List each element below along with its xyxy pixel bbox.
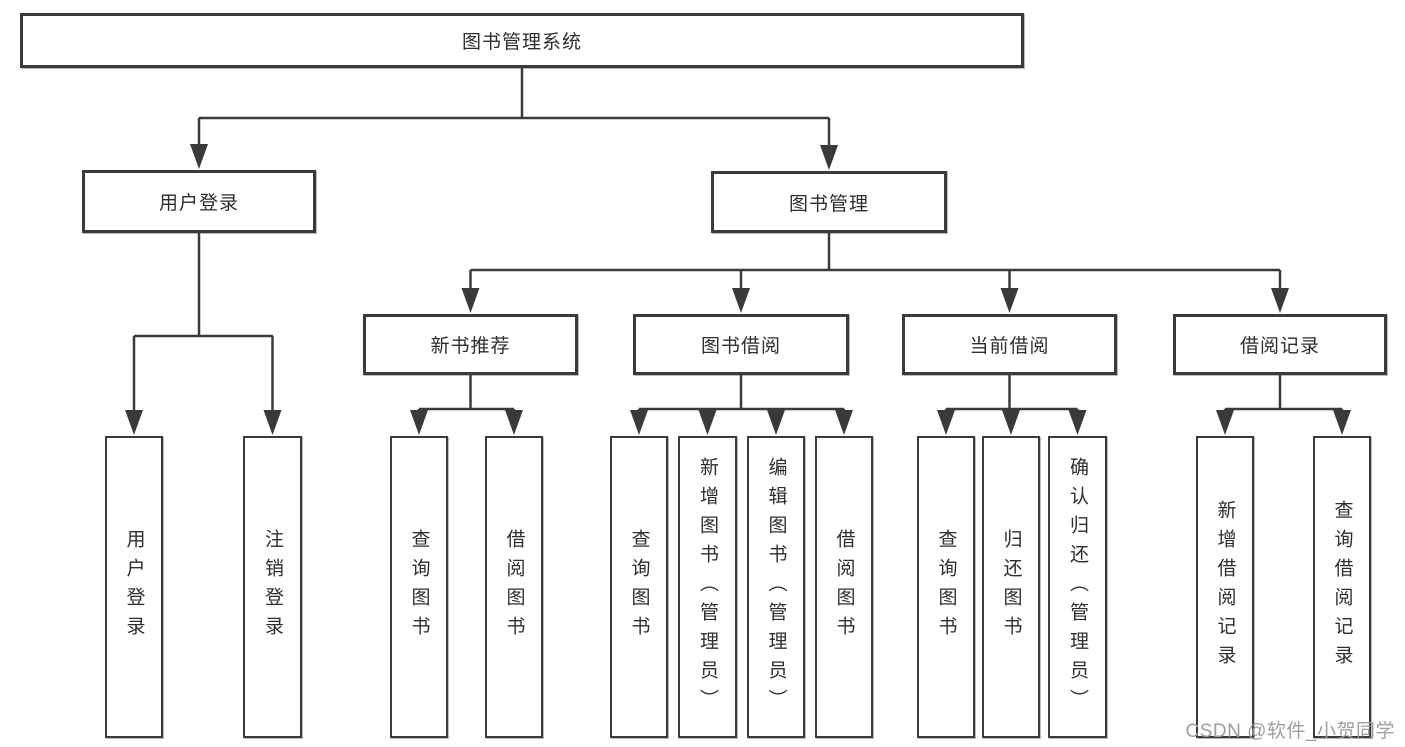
leaf-query-borrow-record: 查询借阅记录 [1313,436,1371,738]
leaf-label: 借阅图书 [503,529,525,645]
leaf-label: 查询图书 [408,529,430,645]
leaf-add-books-admin: 新增图书（管理员） [678,436,737,738]
node-book-management-module: 图书管理 [711,171,947,233]
leaf-query-books-borrowing: 查询图书 [610,436,668,738]
leaf-return-books: 归还图书 [982,436,1040,738]
node-book-borrowing: 图书借阅 [633,314,849,375]
node-new-book-recommend: 新书推荐 [363,314,578,375]
leaf-label: 查询借阅记录 [1331,500,1353,674]
csdn-watermark: CSDN @软件_小贺同学 [1185,721,1395,742]
leaf-label: 借阅图书 [833,529,855,645]
leaf-borrow-books: 借阅图书 [815,436,873,738]
leaf-label: 查询图书 [628,529,650,645]
leaf-add-borrow-record: 新增借阅记录 [1196,436,1254,738]
node-user-login-module: 用户登录 [82,170,316,233]
node-library-management-system: 图书管理系统 [20,13,1024,68]
leaf-user-login: 用户登录 [105,436,163,738]
leaf-label: 查询图书 [935,529,957,645]
node-borrowing-records: 借阅记录 [1173,314,1387,375]
leaf-confirm-return-admin: 确认归还（管理员） [1048,436,1107,738]
leaf-query-books-recommend: 查询图书 [390,436,448,738]
leaf-label: 用户登录 [123,529,145,645]
leaf-label: 注销登录 [262,529,283,645]
leaf-label: 编辑图书（管理员） [765,456,787,718]
leaf-label: 新增借阅记录 [1214,500,1236,674]
leaf-label: 确认归还（管理员） [1067,456,1088,718]
leaf-query-books-current: 查询图书 [917,436,975,738]
leaf-borrow-books-recommend: 借阅图书 [485,436,543,738]
node-current-borrowing: 当前借阅 [902,314,1117,375]
leaf-edit-books-admin: 编辑图书（管理员） [747,436,805,738]
leaf-logout: 注销登录 [243,436,302,738]
leaf-label: 新增图书（管理员） [697,456,718,718]
leaf-label: 归还图书 [1000,529,1022,645]
